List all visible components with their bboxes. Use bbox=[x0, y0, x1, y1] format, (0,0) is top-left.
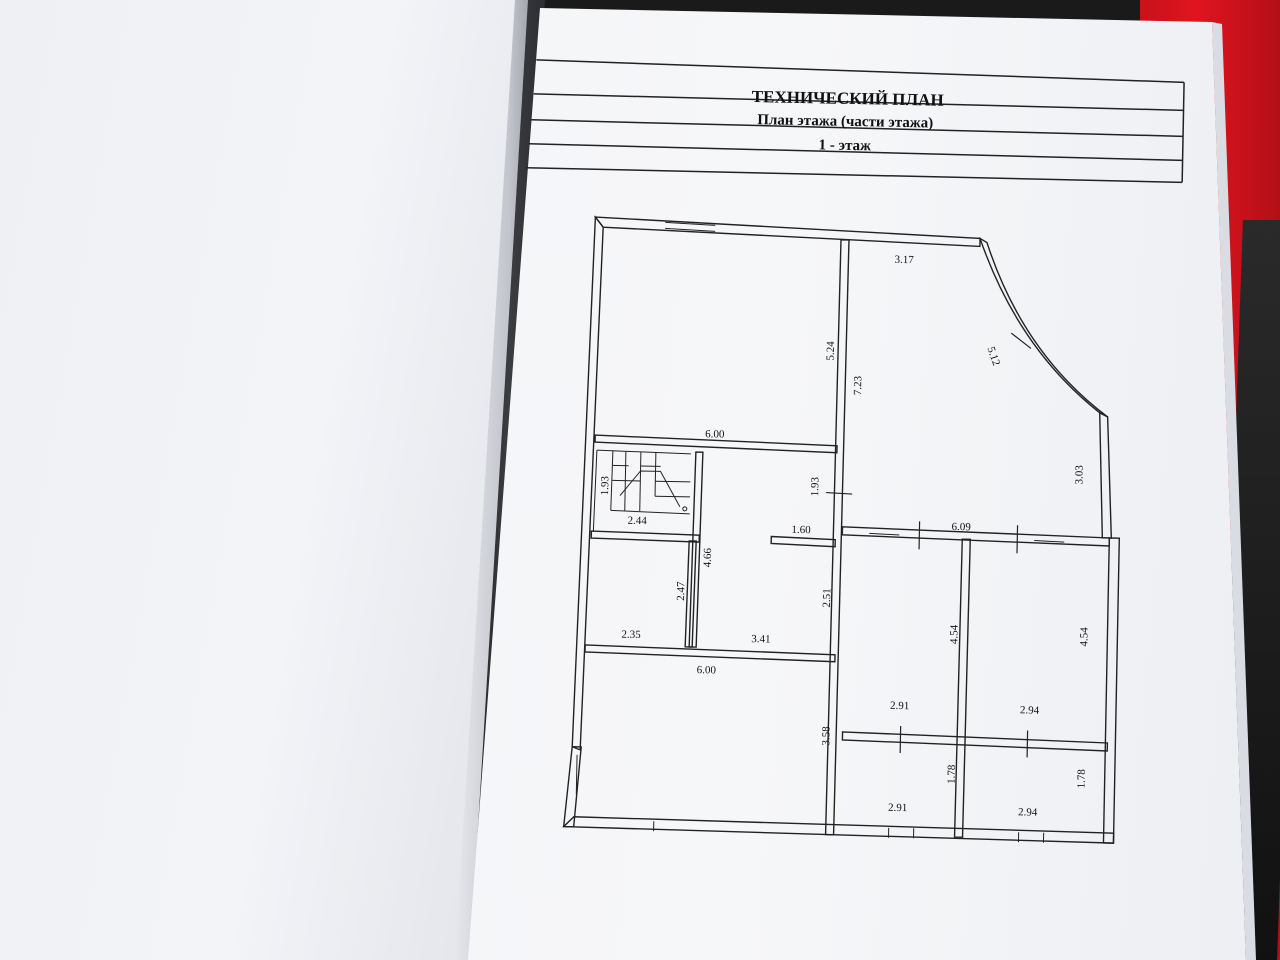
outer-wall-left bbox=[571, 215, 604, 751]
dim-1-93-stair: 1.93 bbox=[599, 475, 611, 495]
windows bbox=[575, 221, 1065, 843]
doc-subtitle: План этажа (части этажа) bbox=[757, 112, 933, 131]
curved-wall bbox=[978, 236, 1109, 418]
wall-stair-top bbox=[594, 434, 838, 454]
dim-2-47: 2.47 bbox=[675, 581, 687, 601]
dim-1-78-right: 1.78 bbox=[1076, 769, 1088, 789]
dim-1-78-left: 1.78 bbox=[946, 764, 958, 784]
dim-6-00-top: 6.00 bbox=[705, 428, 725, 440]
dim-2-44: 2.44 bbox=[627, 515, 647, 527]
doc-title: ТЕХНИЧЕСКИЙ ПЛАН bbox=[752, 87, 944, 110]
dim-6-09: 6.09 bbox=[951, 521, 971, 533]
wall-lower-horizontal bbox=[584, 644, 836, 663]
wall-main-vertical bbox=[824, 239, 850, 836]
dim-2-51: 2.51 bbox=[821, 588, 833, 607]
dim-3-03: 3.03 bbox=[1073, 465, 1085, 485]
wall-room3-bottom bbox=[841, 526, 1111, 547]
dim-2-94-lower: 2.94 bbox=[1018, 806, 1038, 818]
dim-1-60: 1.60 bbox=[791, 524, 811, 536]
dim-2-91-lower: 2.91 bbox=[888, 802, 907, 814]
walls bbox=[561, 215, 1121, 844]
dim-4-66: 4.66 bbox=[702, 547, 714, 567]
doc-floor: 1 - этаж bbox=[818, 137, 871, 154]
dim-2-94-upper: 2.94 bbox=[1020, 704, 1040, 716]
wall-bedroom-mid bbox=[953, 538, 971, 838]
wall-bath-right bbox=[684, 540, 697, 648]
outer-wall bbox=[593, 216, 981, 248]
door-marks bbox=[826, 332, 1032, 758]
dim-3-17: 3.17 bbox=[895, 254, 915, 266]
wall-hall-inner bbox=[770, 535, 836, 548]
left-page bbox=[0, 0, 528, 960]
wall-hall-left bbox=[688, 451, 704, 648]
outer-wall-right bbox=[1102, 537, 1121, 844]
wall-bedrooms-bottom bbox=[841, 731, 1109, 752]
dim-7-23: 7.23 bbox=[852, 375, 864, 395]
outer-wall-bottom bbox=[561, 816, 1115, 844]
dim-4-54-left: 4.54 bbox=[948, 624, 960, 644]
dim-1-93-hall: 1.93 bbox=[809, 476, 821, 496]
dim-5-24: 5.24 bbox=[825, 341, 837, 361]
dim-4-54-right: 4.54 bbox=[1078, 627, 1090, 647]
dim-2-91-upper: 2.91 bbox=[890, 700, 909, 712]
dim-5-12: 5.12 bbox=[985, 345, 1003, 367]
staircase bbox=[592, 449, 691, 532]
wall-stair-bottom bbox=[590, 530, 701, 543]
dimension-labels: 3.17 5.12 5.24 7.23 6.00 3.03 1.93 2.44 … bbox=[599, 254, 1091, 819]
dim-6-00-bottom: 6.00 bbox=[697, 664, 717, 676]
header-frame bbox=[526, 59, 1185, 184]
dim-3-58: 3.58 bbox=[820, 726, 832, 746]
dim-3-41: 3.41 bbox=[751, 633, 770, 645]
dim-2-35: 2.35 bbox=[621, 629, 641, 641]
